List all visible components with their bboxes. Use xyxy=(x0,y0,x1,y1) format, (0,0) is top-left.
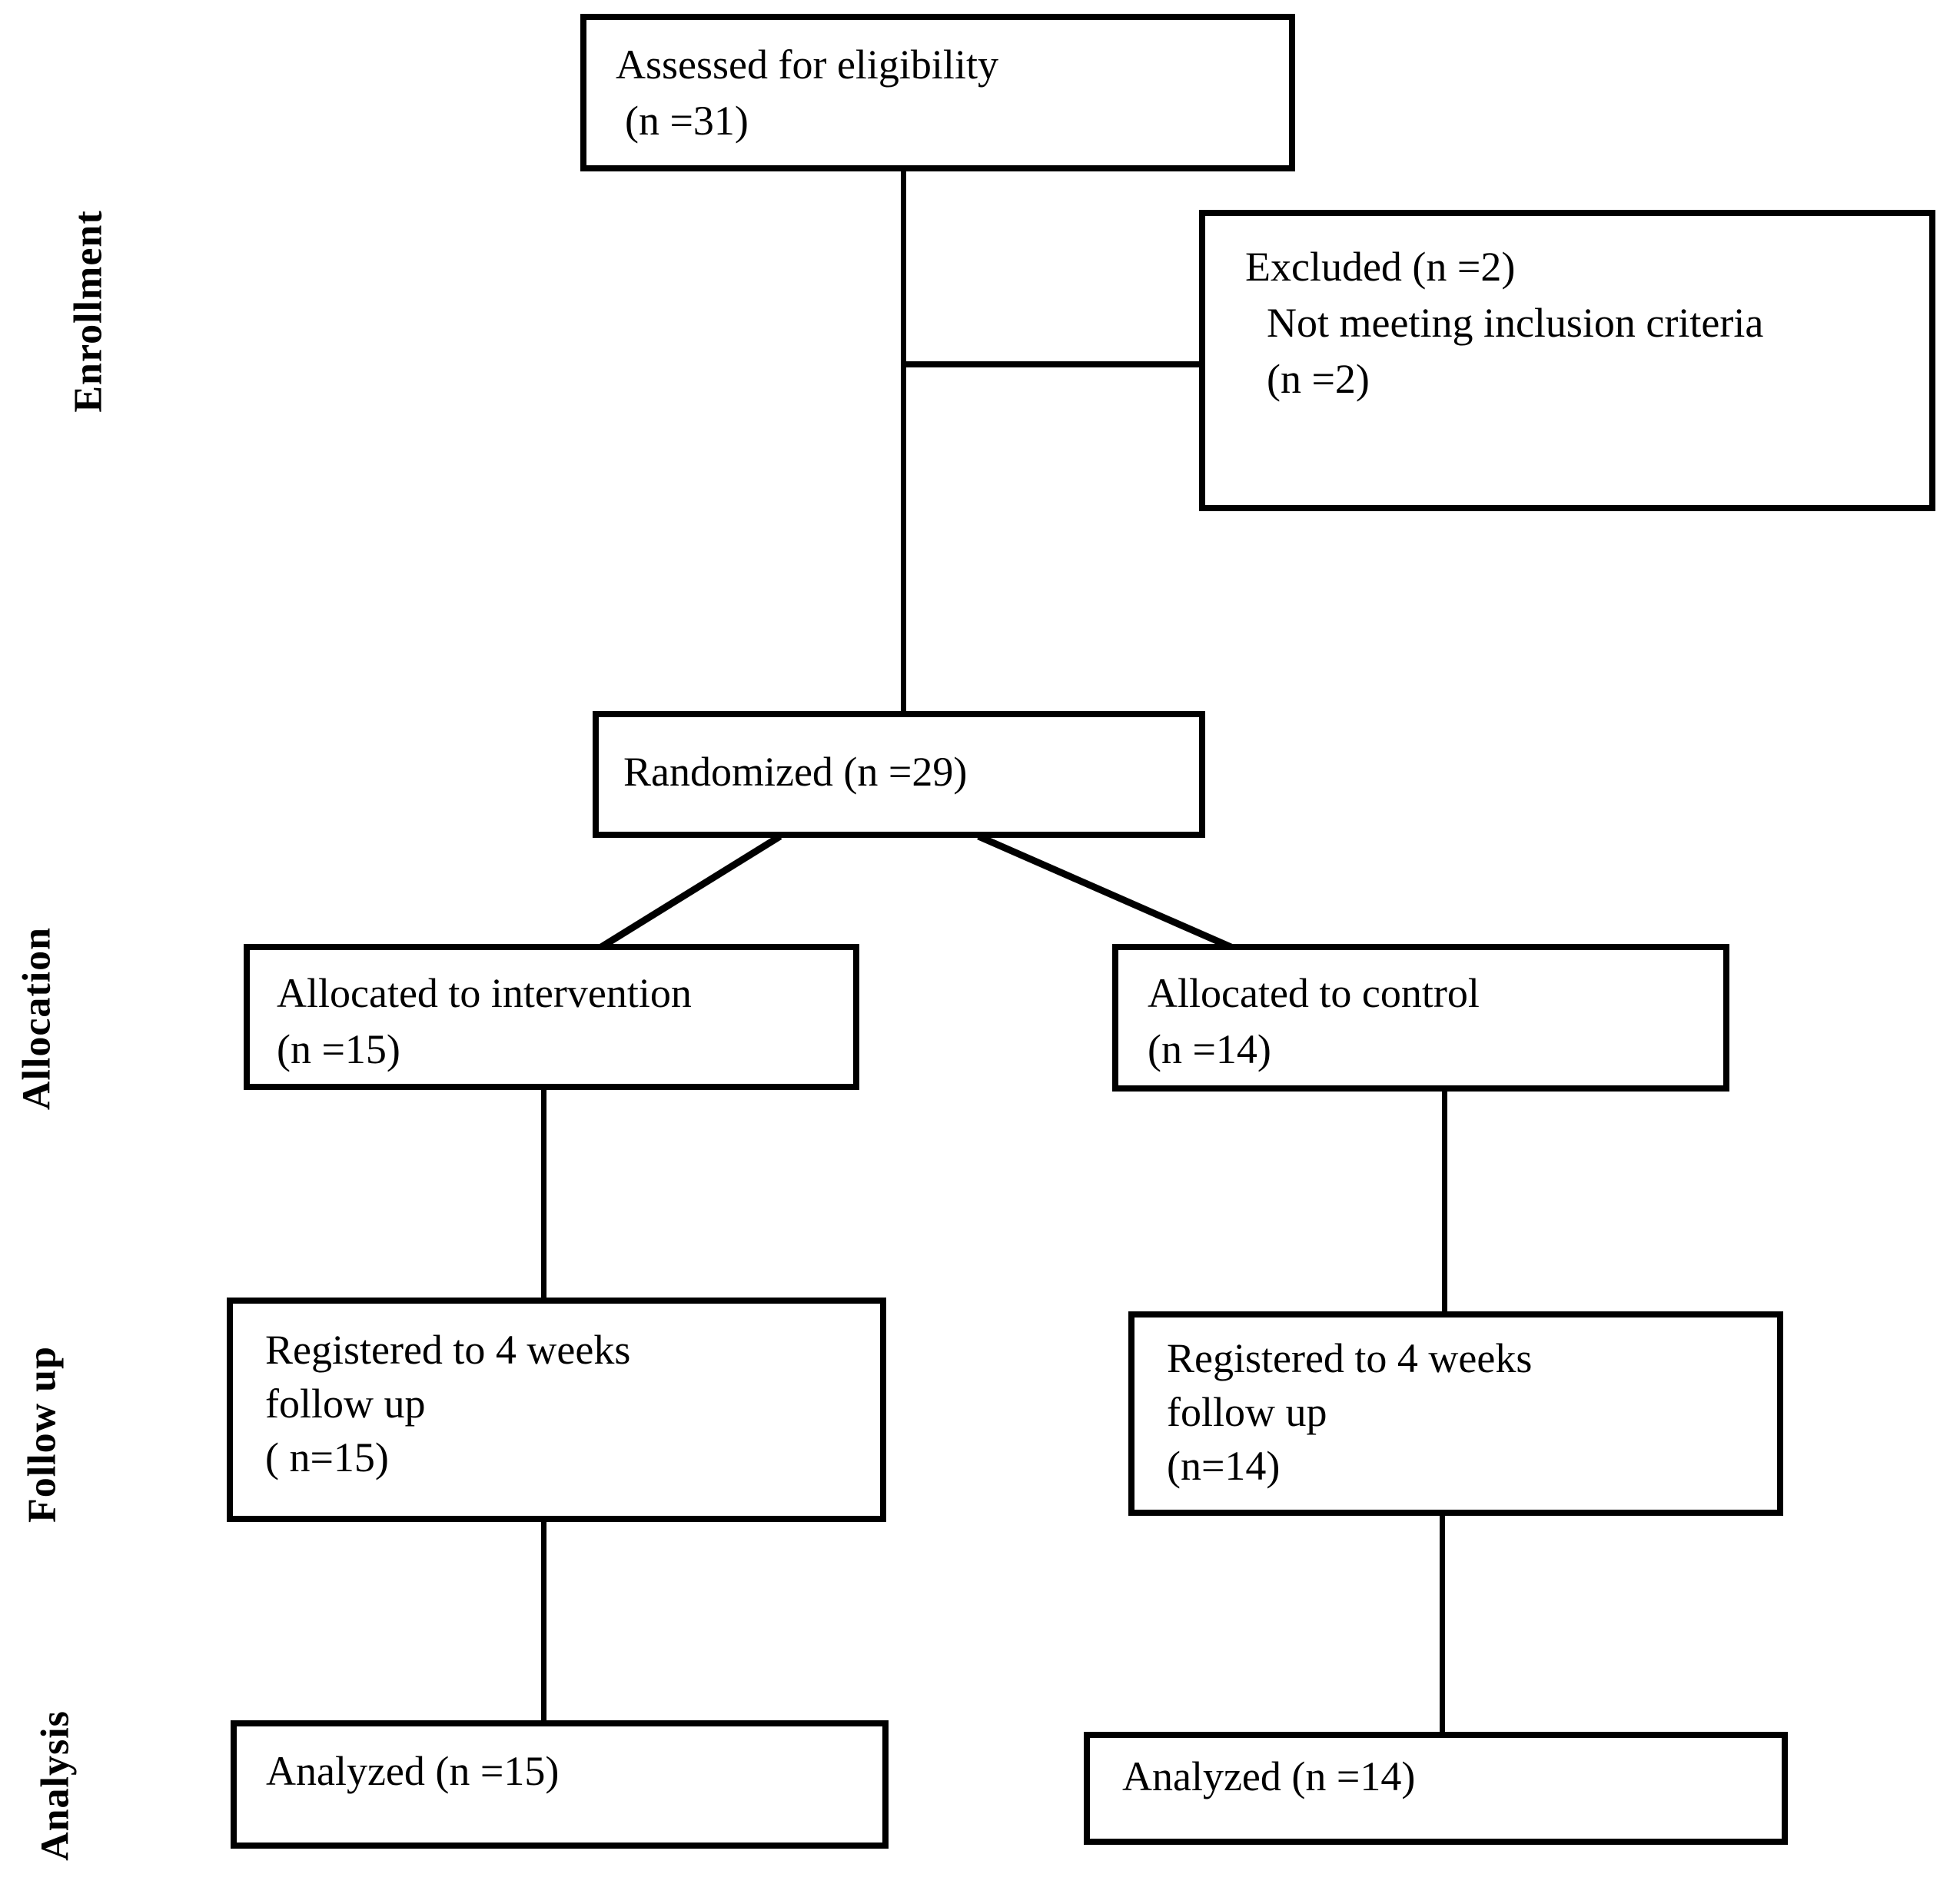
stage-label-allocation: Allocation xyxy=(15,926,59,1111)
analyzed-intervention-label: Analyzed (n =15) xyxy=(266,1748,560,1794)
stage-label-analysis: Analysis xyxy=(33,1710,78,1861)
connector-assessed-to-randomized xyxy=(901,171,906,713)
allocated-control-label: Allocated to control xyxy=(1148,970,1480,1016)
stage-label-follow-up: Follow up xyxy=(20,1345,65,1524)
assessed-count: (n =31) xyxy=(625,97,749,144)
assessed-label: Assessed for eligibility xyxy=(616,42,998,88)
excluded-reason-count: (n =2) xyxy=(1267,355,1370,402)
connector-randomized-to-intervention xyxy=(596,833,782,952)
allocated-control-count: (n =14) xyxy=(1148,1025,1271,1072)
connector-alloc-int-to-followup xyxy=(541,1087,546,1301)
connector-alloc-ctl-to-followup xyxy=(1442,1088,1447,1314)
followup-control-count: (n=14) xyxy=(1167,1443,1281,1490)
connector-to-excluded xyxy=(903,361,1199,367)
analyzed-control-label: Analyzed (n =14) xyxy=(1122,1753,1416,1799)
followup-intervention-box: Registered to 4 weeks follow up ( n=15) xyxy=(227,1298,886,1522)
connector-randomized-to-control xyxy=(977,832,1236,952)
connector-followup-int-to-analysis xyxy=(541,1519,546,1723)
followup-control-line1: Registered to 4 weeks xyxy=(1167,1335,1533,1381)
randomized-label: Randomized (n =29) xyxy=(623,749,968,795)
excluded-reason: Not meeting inclusion criteria xyxy=(1267,299,1764,346)
randomized-box: Randomized (n =29) xyxy=(593,711,1205,838)
followup-intervention-line1: Registered to 4 weeks xyxy=(265,1327,631,1373)
followup-intervention-count: ( n=15) xyxy=(265,1434,389,1481)
allocated-intervention-box: Allocated to intervention (n =15) xyxy=(244,944,859,1090)
analyzed-intervention-box: Analyzed (n =15) xyxy=(231,1720,889,1849)
excluded-box: Excluded (n =2) Not meeting inclusion cr… xyxy=(1199,210,1935,511)
allocated-intervention-count: (n =15) xyxy=(277,1025,400,1072)
followup-control-box: Registered to 4 weeks follow up (n=14) xyxy=(1128,1311,1783,1516)
excluded-label: Excluded (n =2) xyxy=(1245,244,1516,290)
followup-intervention-line2: follow up xyxy=(265,1381,426,1427)
stage-label-enrollment: Enrollment xyxy=(66,210,111,413)
analyzed-control-box: Analyzed (n =14) xyxy=(1084,1732,1788,1845)
connector-followup-ctl-to-analysis xyxy=(1440,1513,1445,1735)
allocated-control-box: Allocated to control (n =14) xyxy=(1112,944,1729,1092)
allocated-intervention-label: Allocated to intervention xyxy=(277,970,692,1016)
followup-control-line2: follow up xyxy=(1167,1389,1327,1436)
assessed-for-eligibility-box: Assessed for eligibility (n =31) xyxy=(580,14,1295,171)
